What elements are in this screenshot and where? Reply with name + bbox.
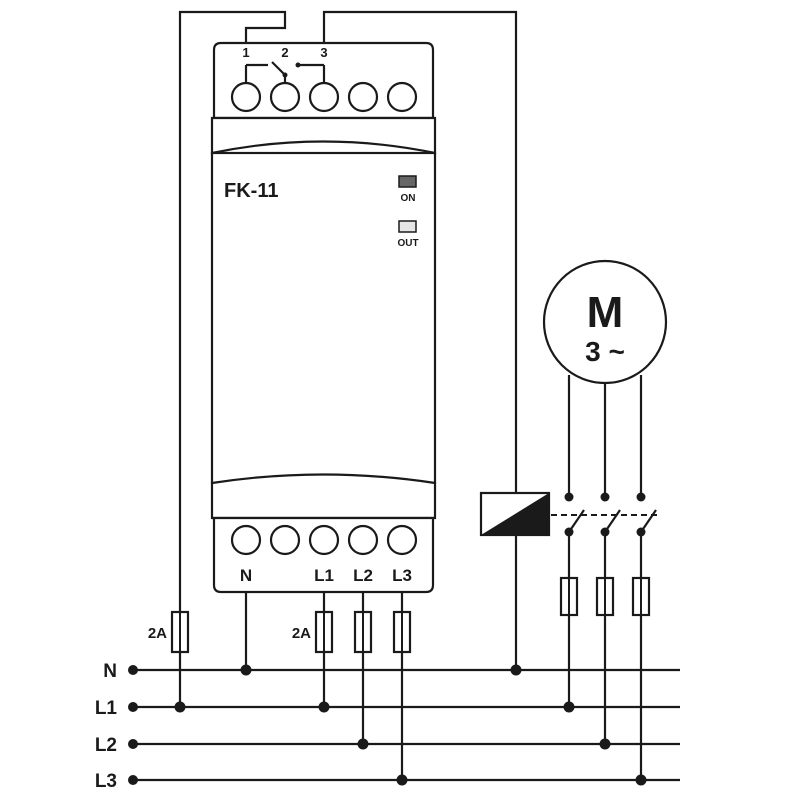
line-l3-terminal bbox=[128, 775, 138, 785]
top-terminal-screw bbox=[347, 81, 379, 113]
led-on-indicator bbox=[398, 175, 417, 188]
led-out-indicator bbox=[398, 220, 417, 233]
bottom-terminal-screw bbox=[386, 524, 418, 556]
motor-phase: 3 ~ bbox=[585, 336, 625, 367]
top-terminal-screw bbox=[269, 81, 301, 113]
bottom-cover bbox=[210, 473, 437, 520]
contactor-coil bbox=[479, 491, 551, 537]
top-cover bbox=[210, 116, 437, 155]
motor-letter: M bbox=[587, 288, 624, 337]
top-terminal-screw bbox=[230, 81, 262, 113]
motor: M 3 ~ bbox=[542, 259, 668, 385]
top-terminal-screw bbox=[308, 81, 340, 113]
bottom-terminal-screw bbox=[230, 524, 262, 556]
bottom-terminal-screw bbox=[308, 524, 340, 556]
fuse-relay-rating: 2A bbox=[148, 625, 167, 642]
terminal-label-l2: L2 bbox=[353, 566, 373, 585]
junction-dot bbox=[563, 701, 575, 713]
terminal-label-n: N bbox=[240, 566, 252, 585]
line-label-l2: L2 bbox=[95, 735, 117, 756]
relay-contact-symbol: 1 2 3 bbox=[242, 45, 328, 83]
junctions bbox=[174, 664, 647, 786]
junction-dot bbox=[318, 701, 330, 713]
fk11-device: 1 2 3 FK-11 ON OUT N L1 L2 L3 bbox=[210, 41, 437, 594]
junction-dot bbox=[510, 664, 522, 676]
model-label: FK-11 bbox=[224, 180, 278, 202]
terminal-label-l3: L3 bbox=[392, 566, 412, 585]
relay-terminal-1-label: 1 bbox=[242, 45, 249, 60]
line-label-l3: L3 bbox=[95, 771, 117, 792]
power-circuit bbox=[551, 375, 659, 780]
fuse-l1-rating: 2A bbox=[292, 625, 311, 642]
control-fuses: 2A 2A bbox=[148, 610, 412, 654]
supply-lines: N L1 L2 L3 bbox=[95, 661, 680, 792]
junction-dot bbox=[240, 664, 252, 676]
line-n-terminal bbox=[128, 665, 138, 675]
wire-relay-1-to-l1 bbox=[178, 10, 287, 612]
led-out-label: OUT bbox=[397, 238, 418, 249]
line-label-n: N bbox=[103, 661, 117, 682]
line-label-l1: L1 bbox=[95, 698, 118, 719]
junction-dot bbox=[635, 774, 647, 786]
relay-terminal-2-label: 2 bbox=[281, 45, 288, 60]
control-wiring bbox=[178, 10, 518, 780]
bottom-terminal-screw bbox=[347, 524, 379, 556]
bottom-terminal-screw bbox=[269, 524, 301, 556]
led-on-label: ON bbox=[401, 193, 416, 204]
junction-dot bbox=[174, 701, 186, 713]
relay-terminal-3-label: 3 bbox=[320, 45, 327, 60]
device-body bbox=[210, 151, 437, 485]
line-l2-terminal bbox=[128, 739, 138, 749]
coil-fill bbox=[481, 493, 549, 535]
junction-dot bbox=[396, 774, 408, 786]
top-terminal-screw bbox=[386, 81, 418, 113]
terminal-label-l1: L1 bbox=[314, 566, 334, 585]
junction-dot bbox=[357, 738, 369, 750]
line-l1-terminal bbox=[128, 702, 138, 712]
wire-relay-3-to-coil bbox=[322, 10, 518, 670]
junction-dot bbox=[599, 738, 611, 750]
